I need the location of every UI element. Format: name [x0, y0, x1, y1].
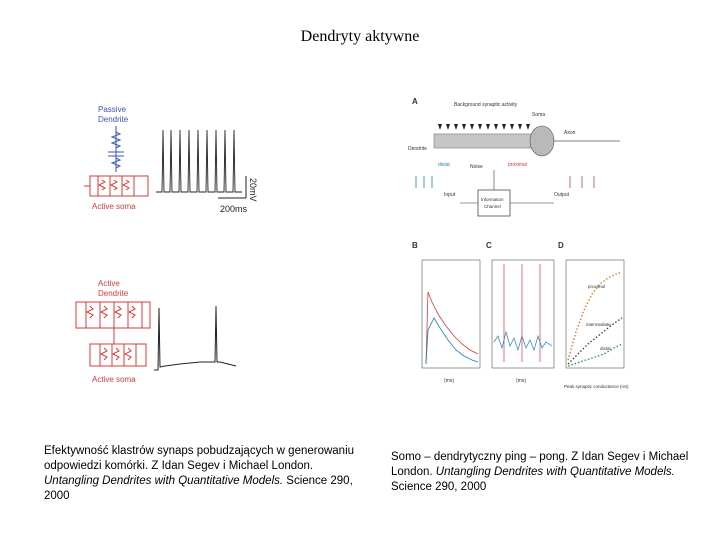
panel-b-traces: [425, 291, 479, 365]
active-soma-label-bottom: Active soma: [92, 375, 136, 384]
active-dendrite-circuit: [75, 301, 151, 367]
panel-b-xlabel: (ms): [444, 378, 454, 384]
d-intermediate-label: intermediate: [586, 322, 611, 327]
left-caption-ref: Science 290, 2000: [44, 475, 353, 502]
left-caption-italic: Untangling Dendrites with Quantitative M…: [44, 475, 284, 487]
channel-label-2: Channel: [484, 204, 501, 209]
passive-dendrite-circuit: [108, 126, 124, 172]
passive-label-1: Passive: [98, 105, 127, 114]
right-caption-ref: Science 290, 2000: [391, 481, 487, 493]
slide-title: Dendryty aktywne: [300, 28, 420, 45]
right-caption: Somo – dendrytyczny ping – pong. Z Idan …: [391, 450, 711, 495]
synapse-arrows: [438, 124, 530, 130]
dendrite-cable: [433, 133, 539, 149]
right-caption-text: Somo – dendrytyczny ping – pong. Z Idan …: [391, 451, 689, 478]
active-label-1: Active: [98, 279, 120, 288]
input-label: Input: [444, 192, 456, 198]
noise-label: Noise: [470, 164, 483, 170]
passive-label-2: Dendrite: [98, 115, 129, 124]
right-caption-italic: Untangling Dendrites with Quantitative M…: [435, 466, 675, 478]
panel-d-curves: [567, 271, 623, 367]
panel-a-label: A: [412, 97, 418, 106]
distal-label: distal: [438, 162, 450, 168]
panel-c-label: C: [486, 241, 492, 250]
left-figure: Passive Dendrite Active soma 200ms 20mV …: [75, 105, 258, 384]
output-spikes: [569, 176, 595, 188]
axon-label: Axon: [564, 130, 576, 136]
panel-c-xlabel: (ms): [516, 378, 526, 384]
spike-train-top: [156, 129, 242, 193]
soma-label: Soma: [532, 112, 545, 118]
output-label: Output: [554, 192, 570, 198]
d-distal-label: distal: [600, 346, 611, 351]
active-soma-label-top: Active soma: [92, 202, 136, 211]
right-figure: A Background synaptic activity Soma Axon…: [404, 92, 630, 394]
panel-c-traces: [493, 264, 553, 362]
panel-d-label: D: [558, 241, 564, 250]
soma-shape: [529, 125, 555, 157]
proximal-label: proximal: [508, 162, 527, 168]
left-caption-text: Efektywność klastrów synaps pobudzającyc…: [44, 445, 355, 472]
input-spikes: [415, 176, 433, 188]
active-soma-circuit-top: [84, 175, 149, 197]
left-caption: Efektywność klastrów synaps pobudzającyc…: [44, 444, 364, 504]
scale-voltage-label: 20mV: [248, 178, 258, 202]
d-proximal-label: proximal: [588, 284, 605, 289]
channel-label-1: Information: [481, 197, 504, 202]
panel-d-frame: [565, 259, 625, 369]
dendrite-label: Dendrite: [408, 146, 427, 152]
scale-bar: [218, 176, 247, 199]
channel-box: [477, 189, 511, 217]
flow-arrows: [460, 170, 554, 204]
active-label-2: Dendrite: [98, 289, 129, 298]
scale-time-label: 200ms: [220, 204, 248, 214]
panel-b-frame: [421, 259, 481, 369]
voltage-trace-bottom: [154, 305, 237, 371]
panel-c-frame: [491, 259, 555, 369]
panel-d-xlabel: Peak synaptic conductance (nS): [564, 384, 629, 389]
background-label: Background synaptic activity: [454, 102, 518, 108]
panel-b-label: B: [412, 241, 418, 250]
